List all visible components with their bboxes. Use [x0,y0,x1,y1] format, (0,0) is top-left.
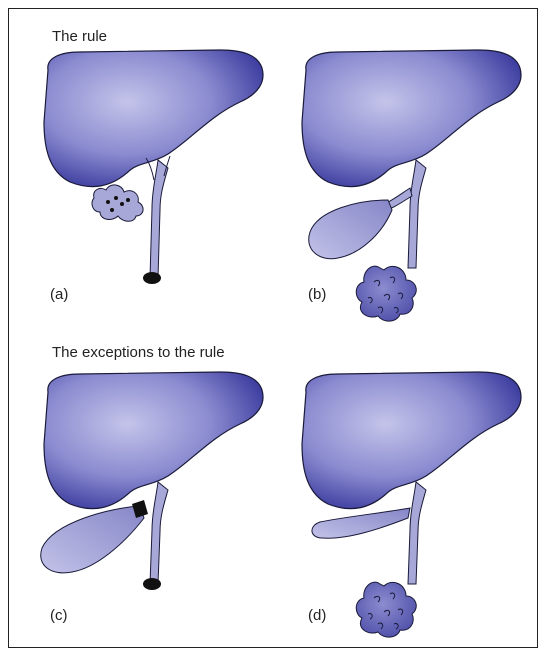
liver-shape-a [44,50,263,187]
pancreatic-tumour-d [356,582,416,637]
small-gallbladder-d [312,508,410,538]
duct-stone-c [143,578,161,590]
panel-a-illustration [44,50,263,284]
bile-duct-a [150,160,168,278]
liver-shape-b [302,50,521,187]
panel-c-illustration [41,372,263,590]
distended-gallbladder-b [309,200,392,259]
liver-shape-d [302,372,521,509]
panel-d-illustration [302,372,521,637]
bile-duct-b [408,160,426,268]
panel-b-illustration [302,50,521,321]
duct-stone-a [143,272,161,284]
bile-duct-d [408,482,426,584]
bile-duct-c [150,482,168,584]
shrunken-gallbladder-a [92,185,143,221]
small-stone-a [106,200,110,204]
pancreatic-tumour-b [356,266,416,321]
liver-shape-c [44,372,263,509]
distended-gallbladder-c [41,506,144,573]
